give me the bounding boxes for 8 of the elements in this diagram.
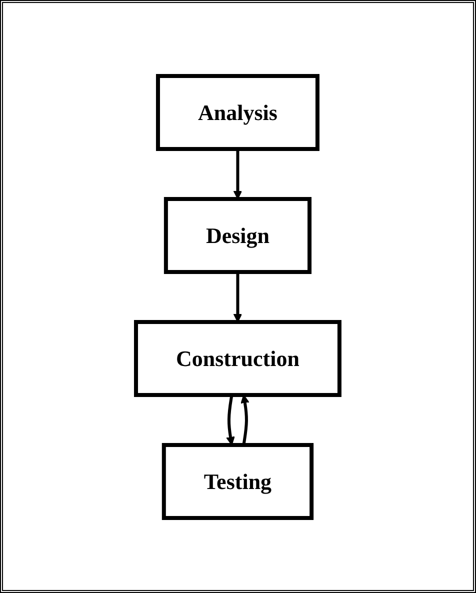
arrow: [226, 394, 236, 445]
arrow: [234, 272, 242, 322]
node-box: Construction: [134, 320, 342, 396]
node-box: Analysis: [156, 74, 320, 150]
node-box: Testing: [162, 442, 314, 520]
arrow: [234, 148, 242, 199]
arrow: [240, 394, 250, 445]
node-box: Design: [164, 196, 312, 274]
